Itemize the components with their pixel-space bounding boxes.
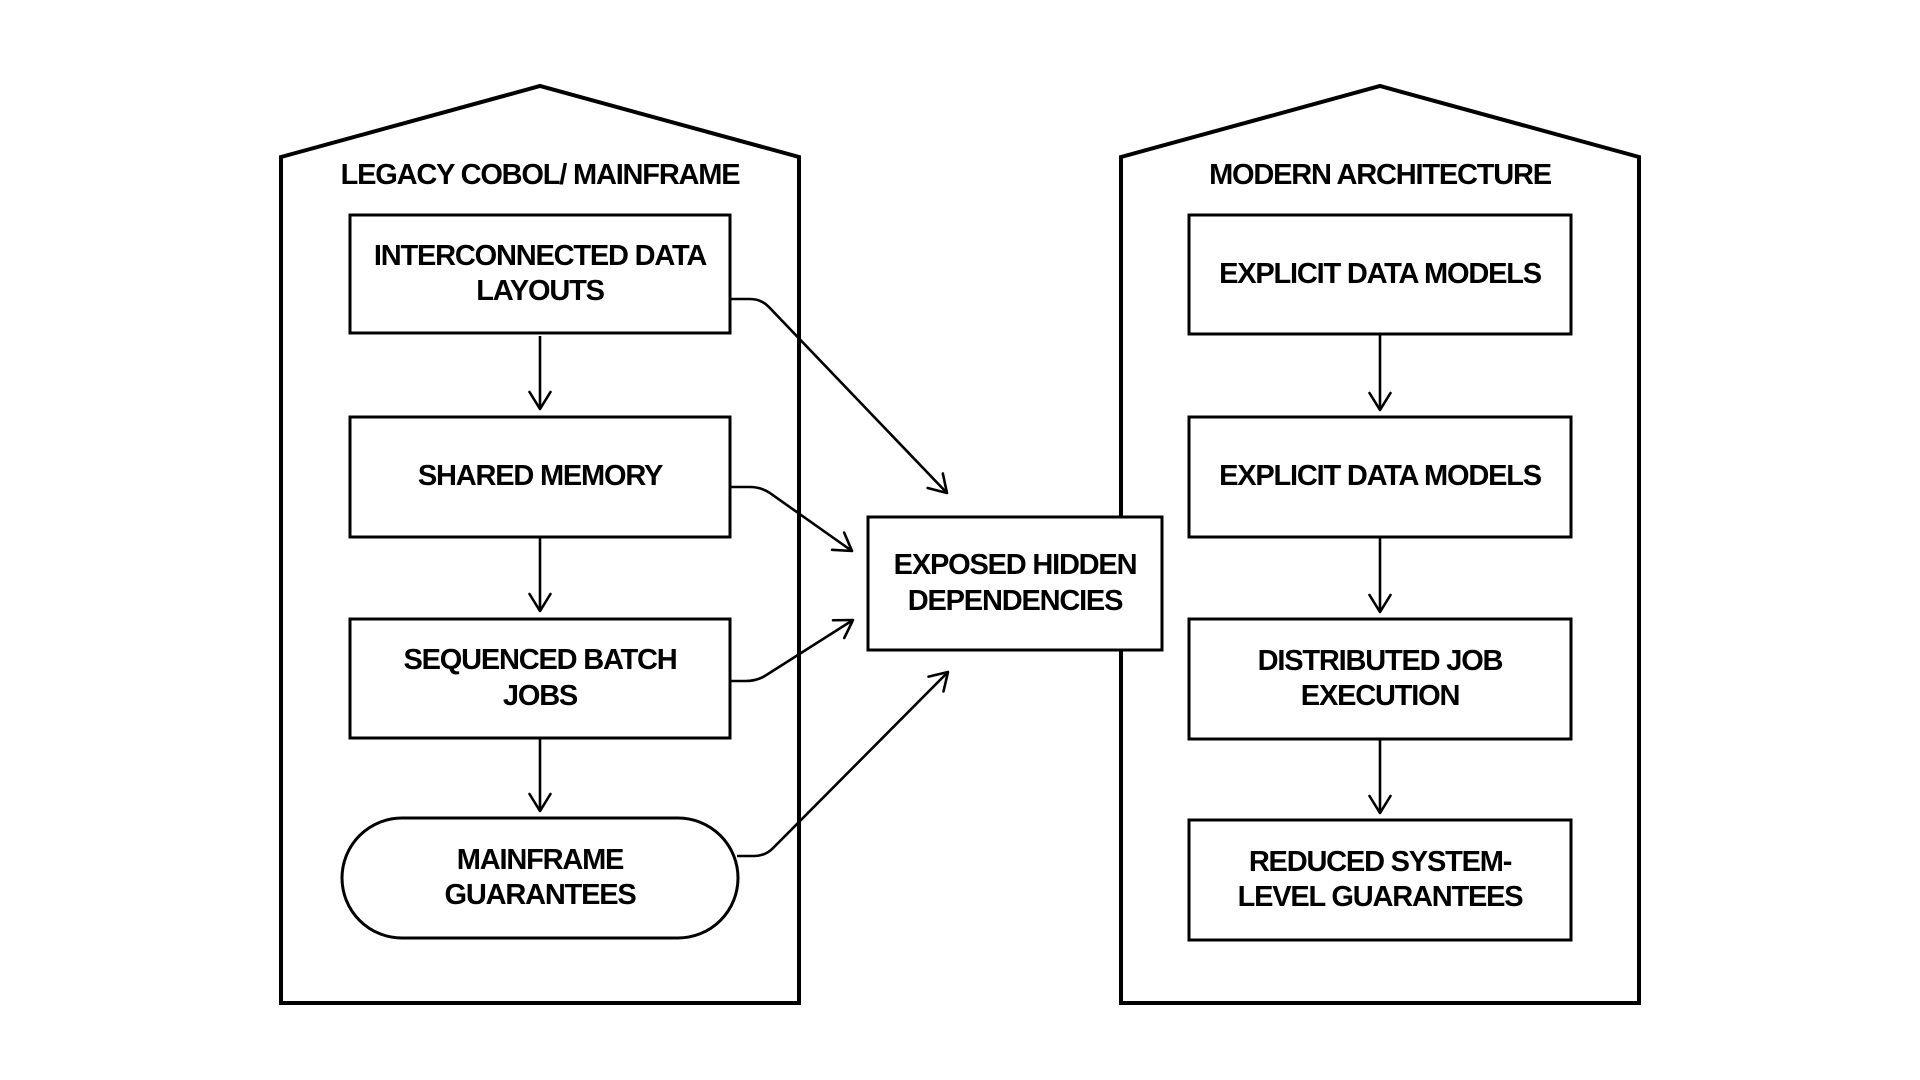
arrow-batch-jobs-to-exposed xyxy=(730,618,855,683)
node-shared-memory xyxy=(348,415,732,539)
node-explicit-data-models-1 xyxy=(1187,213,1573,336)
node-interconnected-data-layouts xyxy=(348,213,732,335)
node-mainframe-guarantees xyxy=(340,816,740,940)
arrow-layouts-to-exposed xyxy=(730,297,949,495)
node-explicit-data-models-2 xyxy=(1187,415,1573,539)
node-sequenced-batch-jobs xyxy=(348,617,732,740)
node-exposed-hidden-dependencies xyxy=(866,515,1164,652)
arrow-shared-memory-to-exposed xyxy=(730,485,854,553)
legacy-house-outline xyxy=(279,83,801,1005)
node-reduced-system-level-guarantees xyxy=(1187,818,1573,942)
node-distributed-job-execution xyxy=(1187,617,1573,741)
modern-house-outline xyxy=(1119,83,1641,1005)
arrow-mainframe-guarantees-to-exposed xyxy=(737,670,950,858)
